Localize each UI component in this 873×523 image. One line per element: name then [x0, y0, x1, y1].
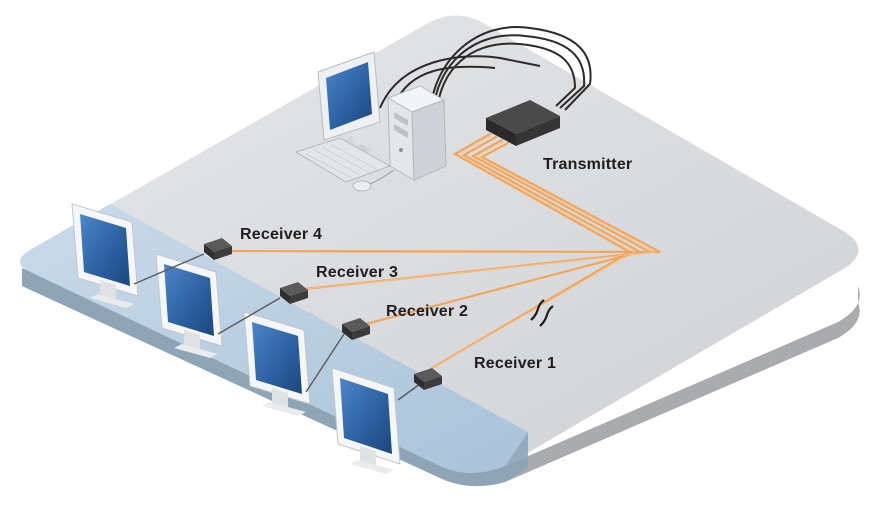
receiver-4-label: Receiver 4 — [240, 226, 323, 243]
monitor-icon — [243, 311, 311, 416]
receiver-1-label: Receiver 1 — [474, 355, 557, 372]
receiver-box-icon — [280, 282, 308, 304]
pc-screen — [326, 62, 372, 130]
transmitter-label: Transmitter — [543, 156, 633, 173]
desktop-computer-icon — [294, 51, 447, 192]
pc-mouse — [352, 180, 372, 192]
monitor-icon — [331, 367, 401, 474]
receiver-box-icon — [204, 238, 232, 260]
cable-break-icon — [530, 299, 554, 327]
receiver-box-icon — [414, 368, 442, 390]
fiber-bundle-highlight — [294, 134, 657, 369]
receiver-box-icon — [342, 318, 370, 340]
monitor-icon — [71, 203, 139, 308]
video-cables — [133, 253, 421, 401]
receiver-2-label: Receiver 2 — [386, 303, 469, 320]
monitor-icon — [155, 253, 223, 358]
transmitter-box-icon — [486, 100, 560, 146]
receiver-3-label: Receiver 3 — [316, 264, 399, 281]
